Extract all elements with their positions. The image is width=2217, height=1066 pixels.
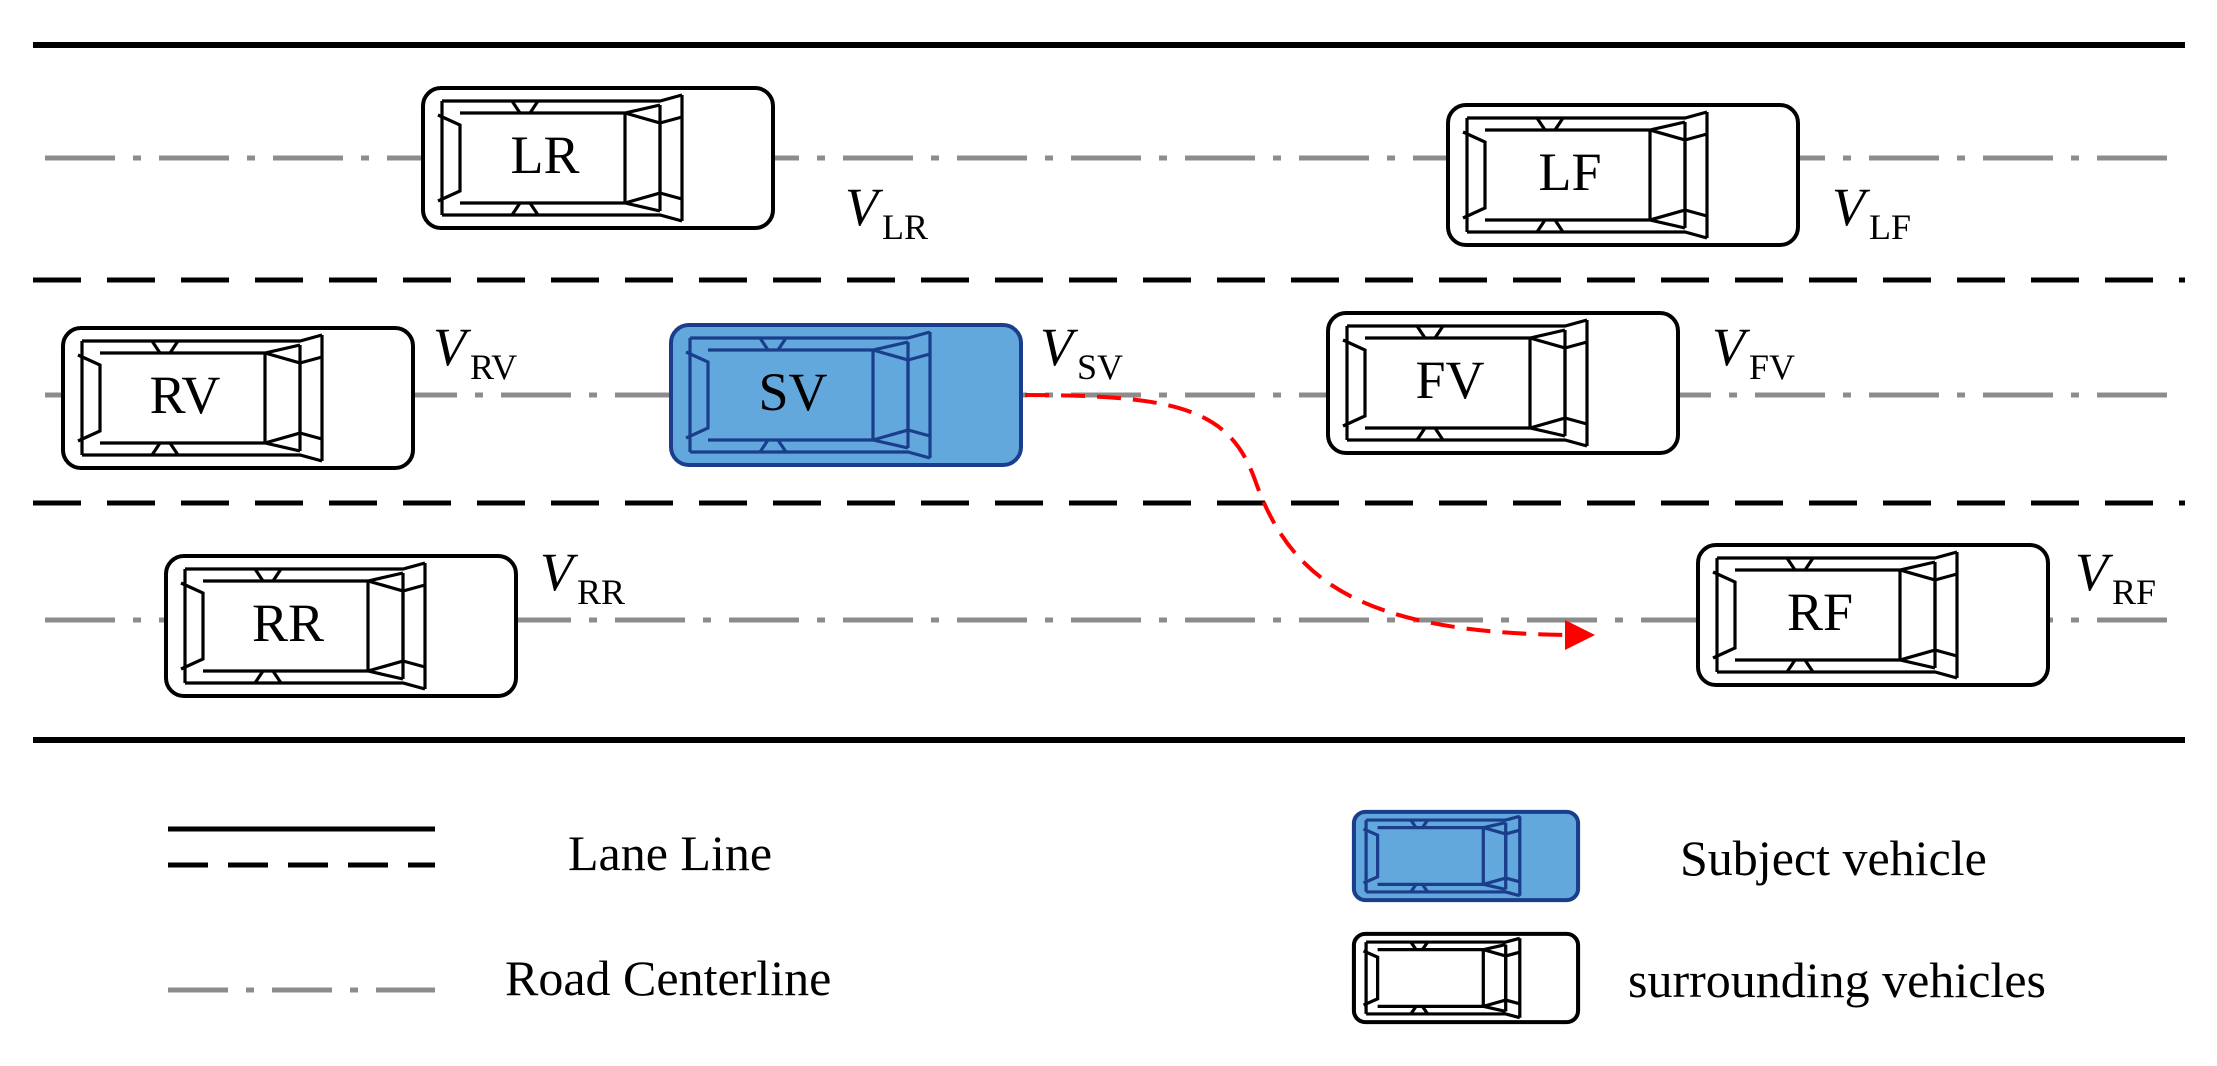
legend-surrounding-vehicles-label: surrounding vehicles (1628, 952, 2046, 1008)
vehicle-lr (421, 86, 775, 230)
lane-change-trajectory (1024, 393, 1571, 637)
vehicle-fv (1326, 311, 1680, 455)
vehicle-rf (1696, 543, 2050, 687)
legend-surrounding-vehicle-icon (1351, 931, 1581, 1025)
vehicle-label-fv: FV (1415, 350, 1484, 410)
legend-subject-vehicle-label: Subject vehicle (1680, 830, 1987, 886)
vehicle-label-lf: LF (1538, 142, 1601, 202)
vehicle-label-rv: RV (150, 365, 221, 425)
vehicle-rr (164, 554, 518, 698)
vehicle-lf (1446, 103, 1800, 247)
legend-road-centerline-label: Road Centerline (505, 950, 831, 1006)
vehicle-label-lr: LR (510, 125, 579, 185)
legend-subject-car-shape (1351, 809, 1581, 903)
legend-surrounding-car-shape (1351, 931, 1581, 1025)
vehicle-sv (669, 323, 1023, 467)
legend-subject-vehicle-icon (1351, 809, 1581, 903)
vehicle-label-rr: RR (252, 593, 324, 653)
vehicle-label-sv: SV (758, 362, 827, 422)
legend-lane-line-label: Lane Line (568, 825, 772, 881)
legend: Lane Line Road Centerline Subject vehicl… (168, 809, 2046, 1025)
trajectory-arrowhead (1565, 620, 1595, 650)
vehicle-label-rf: RF (1787, 582, 1853, 642)
vehicle-rv (61, 326, 415, 470)
